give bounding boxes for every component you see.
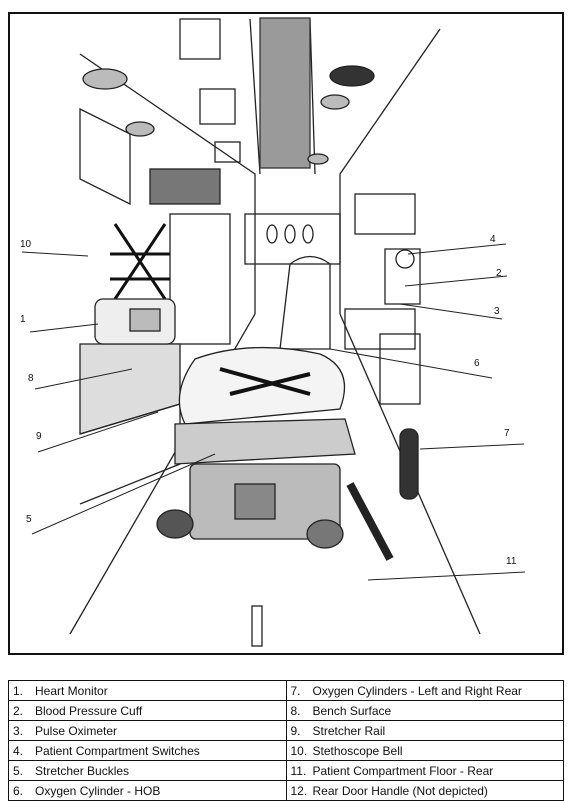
ceiling-light (308, 154, 328, 164)
callout-4: 4 (490, 234, 496, 245)
legend-cell: 4.Patient Compartment Switches (9, 741, 287, 761)
switch (285, 225, 295, 243)
ceiling-panel (180, 19, 220, 59)
leader-11 (368, 572, 525, 580)
monitor-screen (130, 309, 160, 331)
legend-cell: 3.Pulse Oximeter (9, 721, 287, 741)
equipment-panel (385, 249, 420, 304)
ceiling-panel (200, 89, 235, 124)
stretcher-backrest (280, 257, 330, 350)
ceiling-light (321, 95, 349, 109)
stretcher-handle (350, 484, 390, 559)
callout-11: 11 (506, 556, 517, 567)
callout-1: 1 (20, 314, 26, 325)
leader-7 (420, 444, 524, 449)
callout-8: 8 (28, 373, 34, 384)
switch (303, 225, 313, 243)
oxygen-cylinder-hob (157, 510, 193, 538)
ambulance-interior-drawing: 1 2 3 4 5 6 7 8 9 10 11 (8, 12, 564, 655)
legend-row: 5.Stretcher Buckles 11.Patient Compartme… (9, 761, 564, 781)
legend-row: 2.Blood Pressure Cuff 8.Bench Surface (9, 701, 564, 721)
front-wall-panel (245, 214, 340, 264)
callout-9: 9 (36, 431, 42, 442)
legend-cell: 7.Oxygen Cylinders - Left and Right Rear (286, 681, 564, 701)
callout-5: 5 (26, 514, 32, 525)
callout-10: 10 (20, 239, 32, 250)
stretcher-base-panel (235, 484, 275, 519)
legend-cell: 1.Heart Monitor (9, 681, 287, 701)
legend-cell: 10.Stethoscope Bell (286, 741, 564, 761)
legend-row: 3.Pulse Oximeter 9.Stretcher Rail (9, 721, 564, 741)
legend-cell: 9.Stretcher Rail (286, 721, 564, 741)
ceiling-vent (330, 66, 374, 86)
callout-6: 6 (474, 358, 480, 369)
legend-row: 6.Oxygen Cylinder - HOB 12.Rear Door Han… (9, 781, 564, 801)
legend-cell: 8.Bench Surface (286, 701, 564, 721)
ceiling-track (260, 18, 310, 168)
legend-cell: 12.Rear Door Handle (Not depicted) (286, 781, 564, 801)
stretcher-frame (175, 419, 355, 464)
leader-10 (22, 252, 88, 256)
ceiling-panel (215, 142, 240, 162)
right-cabinet (355, 194, 415, 234)
bp-cuff-coil (396, 250, 414, 268)
callout-3: 3 (494, 306, 500, 317)
bench (80, 344, 180, 434)
leader-1 (30, 324, 98, 332)
callout-7: 7 (504, 428, 510, 439)
left-cabinet (80, 109, 130, 204)
upper-vent (150, 169, 220, 204)
legend-cell: 2.Blood Pressure Cuff (9, 701, 287, 721)
legend-cell: 5.Stretcher Buckles (9, 761, 287, 781)
legend-cell: 6.Oxygen Cylinder - HOB (9, 781, 287, 801)
leader-4 (408, 244, 506, 254)
switch (267, 225, 277, 243)
ceiling-light (83, 69, 127, 89)
stretcher-wheel (307, 520, 343, 548)
legend-row: 1.Heart Monitor 7.Oxygen Cylinders - Lef… (9, 681, 564, 701)
legend-cell: 11.Patient Compartment Floor - Rear (286, 761, 564, 781)
front-door (170, 214, 230, 344)
oxygen-cylinder-rear (400, 429, 418, 499)
strap-net (110, 224, 170, 299)
callout-2: 2 (496, 268, 502, 279)
sketch-canvas: 1 2 3 4 5 6 7 8 9 10 11 (10, 14, 566, 657)
legend-table: 1.Heart Monitor 7.Oxygen Cylinders - Lef… (8, 680, 564, 801)
leader-6 (330, 349, 492, 378)
right-drawer (380, 334, 420, 404)
floor-marker (252, 606, 262, 646)
legend-row: 4.Patient Compartment Switches 10.Stetho… (9, 741, 564, 761)
